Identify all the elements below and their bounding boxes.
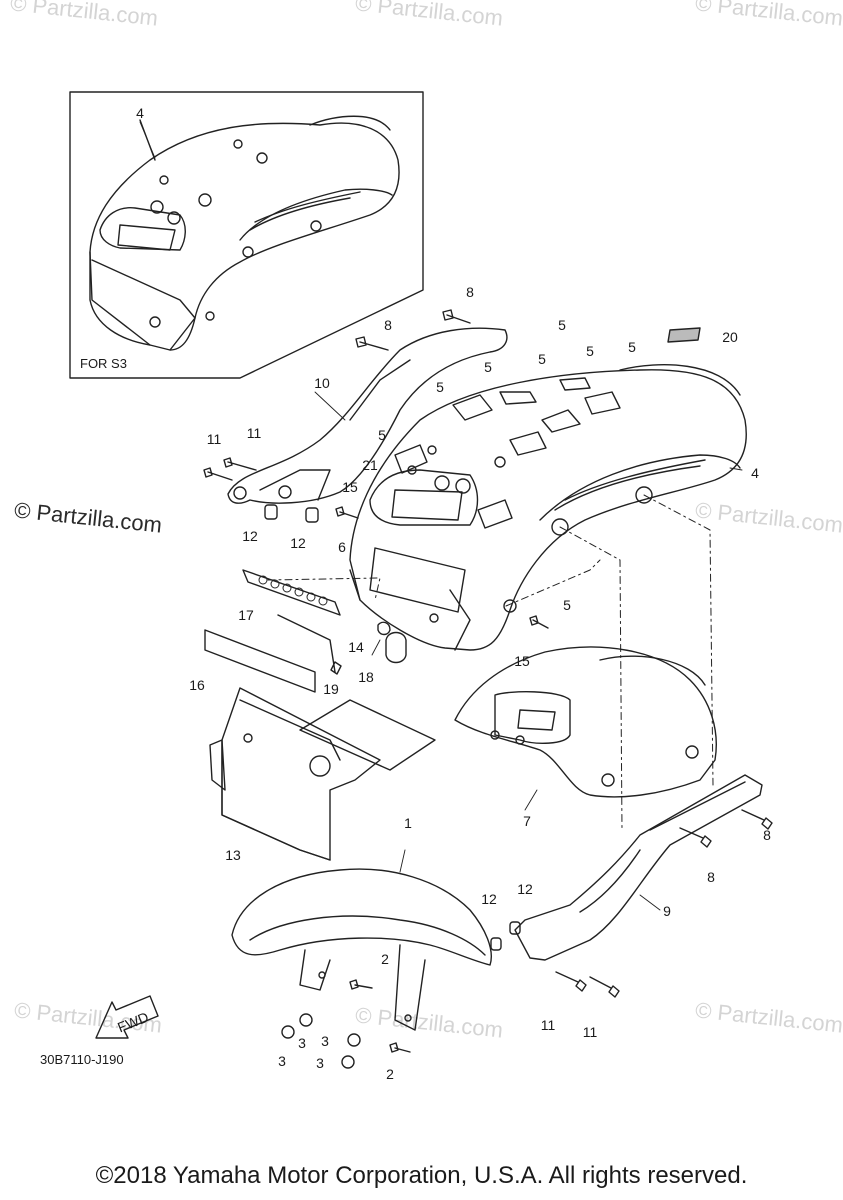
callout-4: 4 xyxy=(751,465,759,481)
cut-plane xyxy=(299,699,436,771)
callout-3: 3 xyxy=(321,1033,329,1049)
callout-5: 5 xyxy=(558,317,566,333)
callout-3: 3 xyxy=(316,1055,324,1071)
callout-11: 11 xyxy=(583,1024,598,1040)
dash-lines xyxy=(267,494,714,831)
bolt xyxy=(741,809,773,830)
collar xyxy=(264,504,278,520)
callout-17: 17 xyxy=(238,607,254,623)
callout-8: 8 xyxy=(707,869,715,885)
inner-fender xyxy=(454,646,717,798)
callout-12: 12 xyxy=(242,528,258,544)
callout-5: 5 xyxy=(378,427,386,443)
grab-bar xyxy=(227,327,508,504)
callout-2: 2 xyxy=(386,1066,394,1082)
front-fender xyxy=(231,868,492,1031)
callout-5: 5 xyxy=(484,359,492,375)
callout-5: 5 xyxy=(586,343,594,359)
callout-8: 8 xyxy=(466,284,474,300)
callout-3: 3 xyxy=(278,1053,286,1069)
bolt xyxy=(529,615,549,629)
bolt xyxy=(335,506,359,519)
callout-7: 7 xyxy=(523,813,531,829)
copyright: ©2018 Yamaha Motor Corporation, U.S.A. A… xyxy=(95,1162,748,1189)
callout-18: 18 xyxy=(358,669,374,685)
damper-18 xyxy=(385,631,407,664)
callout-8: 8 xyxy=(763,827,771,843)
rear-fender-assembly xyxy=(349,327,747,651)
bracket-9-edge xyxy=(579,781,746,913)
collar xyxy=(305,507,319,523)
bolt xyxy=(442,309,471,324)
leader-lines xyxy=(139,121,743,911)
bolt xyxy=(589,976,620,998)
diagram-code: 30B7110-J190 xyxy=(40,1052,124,1067)
bolt xyxy=(389,1042,411,1053)
callout-5: 5 xyxy=(436,379,444,395)
bolt xyxy=(555,971,587,992)
callout-15: 15 xyxy=(342,479,358,495)
washer xyxy=(299,1013,313,1027)
callout-11: 11 xyxy=(247,425,262,441)
washer xyxy=(281,1025,295,1039)
inset-label: FOR S3 xyxy=(80,356,127,371)
callout-2: 2 xyxy=(381,951,389,967)
callout-5: 5 xyxy=(563,597,571,613)
callout-14: 14 xyxy=(348,639,364,655)
bolt xyxy=(349,979,373,990)
callout-5: 5 xyxy=(538,351,546,367)
callout-5: 5 xyxy=(628,339,636,355)
wire-19 xyxy=(277,614,342,675)
fwd-label: FWD xyxy=(115,1009,151,1036)
inset-box xyxy=(69,91,424,379)
callout-inset: 4 xyxy=(136,105,144,121)
bolt xyxy=(203,467,233,481)
plate-6 xyxy=(369,547,466,613)
callout-13: 13 xyxy=(225,847,241,863)
bracket-hole xyxy=(309,755,331,777)
collar xyxy=(490,937,502,951)
bracket-13-edge xyxy=(221,739,331,861)
bracket-hole xyxy=(243,733,253,743)
license-light-17 xyxy=(242,569,341,616)
reflector-16 xyxy=(204,629,316,693)
bracket-13-edge xyxy=(239,699,341,761)
fwd-arrow: FWD xyxy=(95,995,159,1039)
callout-12: 12 xyxy=(481,891,497,907)
bracket-13 xyxy=(209,687,381,861)
callout-12: 12 xyxy=(290,535,306,551)
callout-15: 15 xyxy=(514,653,530,669)
callout-10: 10 xyxy=(314,375,330,391)
callout-20: 20 xyxy=(722,329,738,345)
collar xyxy=(509,921,521,935)
callout-11: 11 xyxy=(541,1017,556,1033)
washer xyxy=(341,1055,355,1069)
callout-12: 12 xyxy=(517,881,533,897)
washer xyxy=(347,1033,361,1047)
callout-3: 3 xyxy=(298,1035,306,1051)
callout-21: 21 xyxy=(362,457,378,473)
callout-19: 19 xyxy=(323,681,339,697)
callout-6: 6 xyxy=(338,539,346,555)
light-holes xyxy=(258,575,328,606)
bolt xyxy=(355,336,389,351)
callout-8: 8 xyxy=(384,317,392,333)
callout-9: 9 xyxy=(663,903,671,919)
bolt xyxy=(223,457,257,471)
callout-16: 16 xyxy=(189,677,205,693)
grommet-14 xyxy=(377,621,391,636)
bracket-9 xyxy=(514,774,763,961)
callout-11: 11 xyxy=(207,431,222,447)
callout-1: 1 xyxy=(404,815,412,831)
